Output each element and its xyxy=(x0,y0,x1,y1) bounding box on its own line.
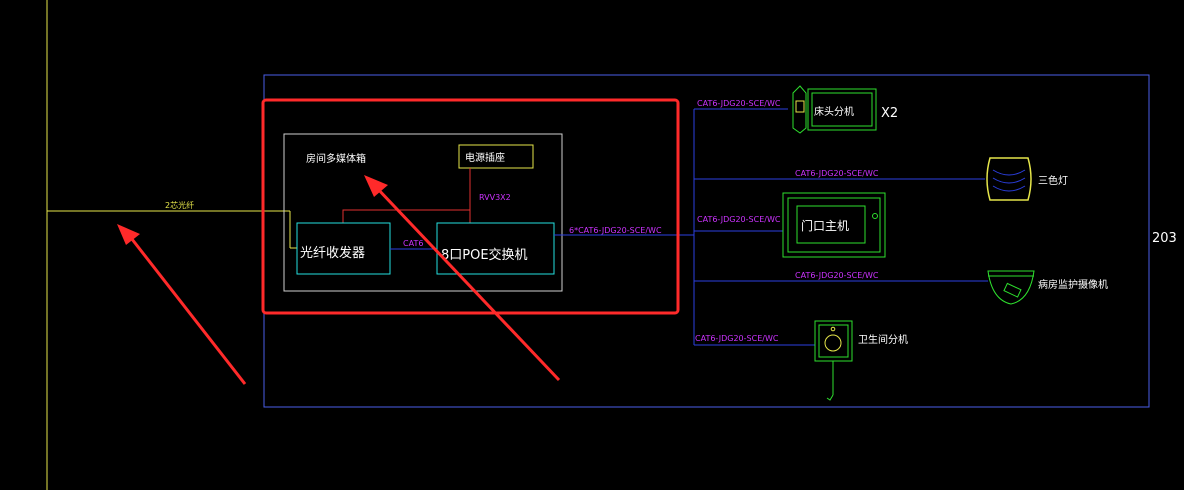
door-host-frame[interactable] xyxy=(782,192,886,258)
ward-camera-label: 病房监护摄像机 xyxy=(1038,278,1108,291)
arrow-annotation-left xyxy=(117,224,247,385)
media-box-frame xyxy=(283,133,563,292)
branch-label: CAT6-JDG20-SCE/WC xyxy=(697,215,781,224)
bed-unit-frame[interactable] xyxy=(807,88,877,131)
poe-switch-label: 8口POE交换机 xyxy=(441,247,528,263)
branch-label: CAT6-JDG20-SCE/WC xyxy=(795,271,879,280)
bathroom-unit-label: 卫生间分机 xyxy=(858,333,908,346)
tricolor-light-arc xyxy=(992,169,1026,192)
cat6-label: CAT6 xyxy=(403,239,423,248)
door-host-camera-icon xyxy=(872,213,878,219)
power-socket-label: 电源插座 xyxy=(465,151,505,164)
ward-camera-icon[interactable] xyxy=(987,270,1035,305)
bed-unit-inner-frame xyxy=(811,92,873,127)
arrow-annotation-center xyxy=(364,175,561,382)
power-socket-box xyxy=(458,144,534,169)
bathroom-unit-button-icon xyxy=(824,334,842,352)
branch-label: CAT6-JDG20-SCE/WC xyxy=(795,169,879,178)
poe-switch-box[interactable] xyxy=(436,222,555,275)
room-frame xyxy=(263,74,1150,408)
fiber-line-label: 2芯光纤 xyxy=(165,200,194,210)
rvv-label: RVV3X2 xyxy=(479,193,511,202)
door-host-label: 门口主机 xyxy=(801,218,849,233)
power-wire xyxy=(342,209,471,223)
bed-unit-handset-screen xyxy=(795,100,805,113)
bathroom-unit-indicator-icon xyxy=(830,326,836,332)
bathroom-unit-pull-handle xyxy=(826,394,834,401)
branch-label: CAT6-JDG20-SCE/WC xyxy=(697,99,781,108)
media-box-label: 房间多媒体箱 xyxy=(306,152,366,165)
fiber-transceiver-label: 光纤收发器 xyxy=(300,245,365,261)
door-host-inner-frame xyxy=(787,197,881,253)
bed-unit-multiplier: X2 xyxy=(881,106,898,121)
branch-label: CAT6-JDG20-SCE/WC xyxy=(695,334,779,343)
bed-unit-label: 床头分机 xyxy=(814,105,854,118)
door-host-screen xyxy=(796,205,866,244)
tricolor-light-icon[interactable] xyxy=(986,157,1032,201)
trunk-cable-label: 6*CAT6-JDG20-SCE/WC xyxy=(569,226,662,235)
room-number: 203 xyxy=(1152,231,1177,246)
bed-unit-handset-icon xyxy=(792,85,807,134)
ward-camera-lens xyxy=(1003,282,1022,298)
highlight-rect xyxy=(261,98,680,315)
bathroom-unit-inner-frame xyxy=(818,324,849,358)
tricolor-light-label: 三色灯 xyxy=(1038,174,1068,187)
